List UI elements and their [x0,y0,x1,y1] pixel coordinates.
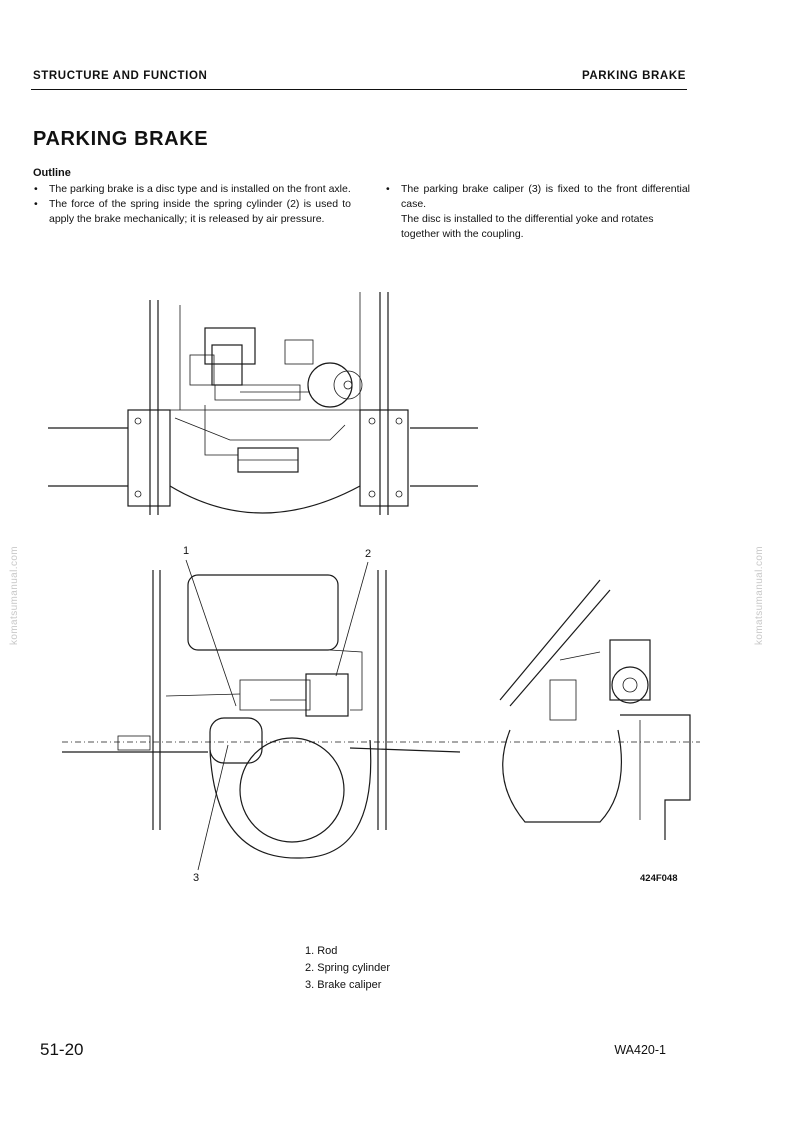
callout-label-rod: 1 [183,545,190,557]
outline-bullet-text: The force of the spring inside the sprin… [49,198,351,225]
top-view-drawing [48,292,478,515]
legend: 1. Rod 2. Spring cylinder 3. Brake calip… [305,943,390,994]
outline-bullet-text: The parking brake caliper (3) is fixed t… [401,183,690,210]
legend-item: 1. Rod [305,945,338,957]
outline-bullet-text: The parking brake is a disc type and is … [49,183,351,195]
header-rule [31,89,687,90]
legend-item: 2. Spring cylinder [305,962,390,974]
callout-label-brake-caliper: 3 [193,872,200,884]
outline-right-column: • The parking brake caliper (3) is fixed… [385,182,690,242]
outline-bullet: • The parking brake caliper (3) is fixed… [385,182,690,212]
model-number: WA420-1 [614,1043,666,1057]
front-view-drawing [462,579,700,840]
outline-heading: Outline [33,167,71,179]
page-title: PARKING BRAKE [33,128,209,150]
legend-item: 3. Brake caliper [305,979,382,991]
outline-bullet: • The force of the spring inside the spr… [33,197,351,227]
callout-leader-2 [335,561,369,677]
callout-label-spring-cylinder: 2 [365,548,372,560]
figure-code: 424F048 [640,873,678,884]
callout-leader-3 [197,744,229,871]
page-number: 51-20 [40,1040,84,1059]
header-section-title: STRUCTURE AND FUNCTION [33,70,208,82]
header-topic-title: PARKING BRAKE [581,70,686,82]
bullet-dot-icon: • [34,183,38,195]
outline-left-column: • The parking brake is a disc type and i… [33,182,351,227]
outline-paragraph: The disc is installed to the differentia… [401,213,654,240]
side-view-drawing [62,570,461,859]
callout-leader-1 [185,559,237,707]
bullet-dot-icon: • [34,198,38,210]
outline-bullet: • The parking brake is a disc type and i… [33,182,351,197]
bullet-dot-icon: • [386,183,390,195]
